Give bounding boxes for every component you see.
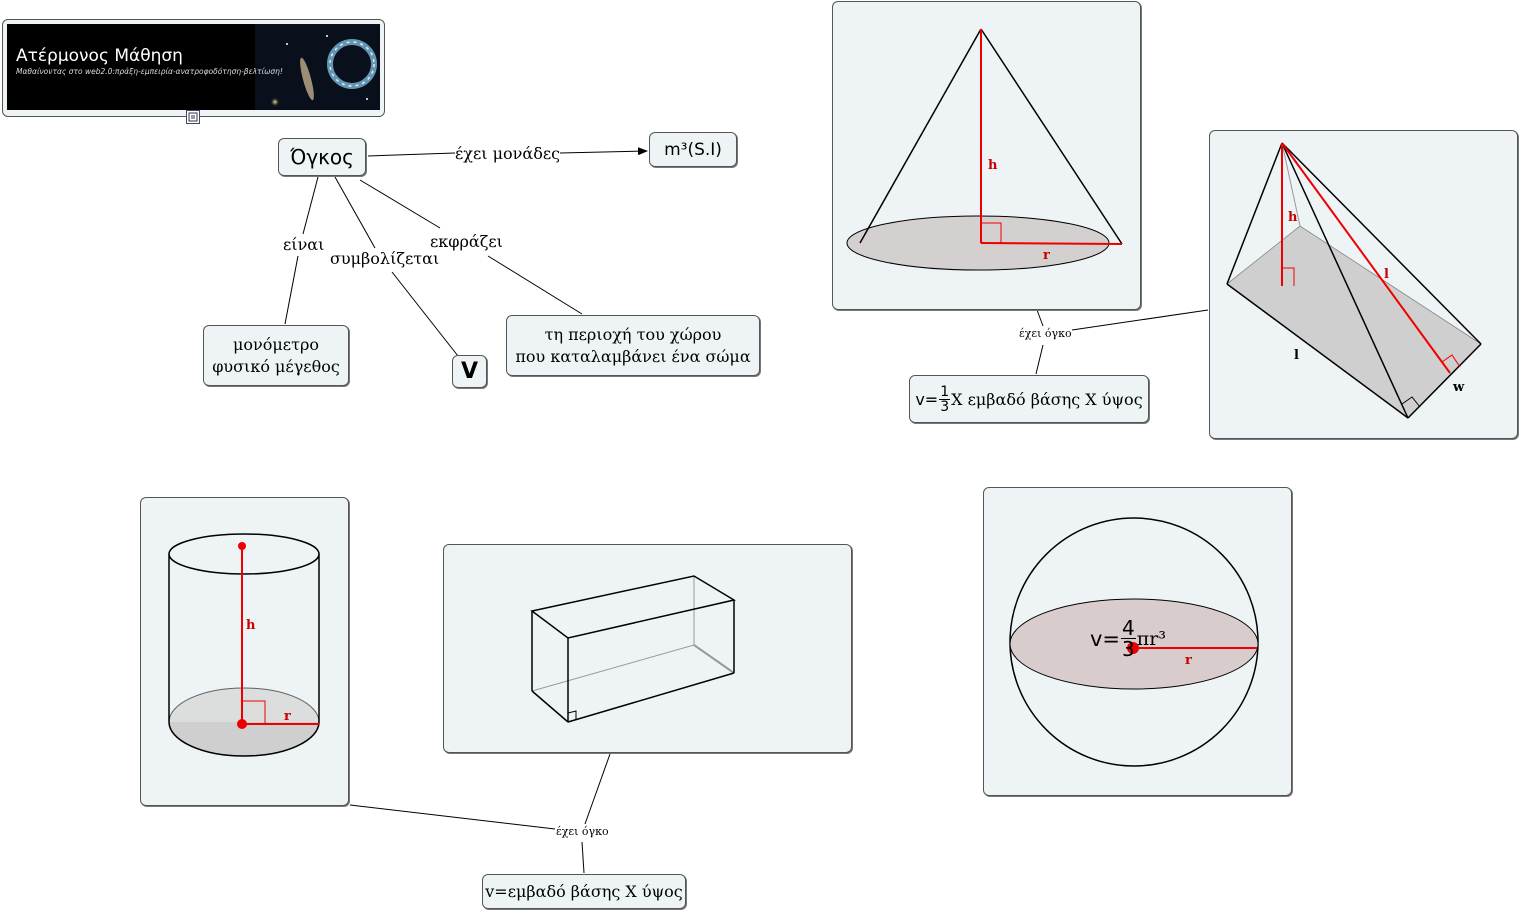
link-label-expresses: εκφράζει bbox=[430, 232, 503, 251]
link-label-has-volume-bottom: έχει όγκο bbox=[556, 825, 609, 838]
cone-formula-numerator: 1 bbox=[939, 383, 951, 400]
concept-units[interactable]: m³(S.I) bbox=[649, 132, 737, 167]
sphere-figure[interactable]: r v= 4 3 πr³ bbox=[983, 487, 1292, 796]
banner-subtitle: Μαθαίνοντας στο web2.0:πράξη-εμπειρία-αν… bbox=[16, 67, 283, 76]
cylinder-figure[interactable]: h r bbox=[140, 497, 349, 806]
pyramid-w-label: w bbox=[1452, 380, 1465, 395]
concept-symbol-text: V bbox=[460, 359, 479, 384]
pyramid-l-slant-label: l bbox=[1384, 267, 1389, 282]
cone-formula-rest: Χ εμβαδό βάσης Χ ύψος bbox=[951, 389, 1143, 409]
concept-prism-formula[interactable]: v=εμβαδό βάσης Χ ύψος bbox=[482, 874, 686, 909]
concept-symbol[interactable]: V bbox=[452, 355, 487, 388]
pyramid-h-label: h bbox=[1288, 210, 1298, 225]
concept-definition[interactable]: τη περιοχή του χώρου που καταλαμβάνει έν… bbox=[506, 315, 760, 376]
sphere-formula-denominator: 3 bbox=[1122, 637, 1135, 661]
cylinder-r-label: r bbox=[284, 709, 291, 724]
sphere-formula-prefix: v= bbox=[1090, 626, 1121, 651]
prism-formula-text: v=εμβαδό βάσης Χ ύψος bbox=[485, 882, 683, 901]
cone-formula-prefix: v= bbox=[915, 389, 939, 409]
concept-volume-text: Όγκος bbox=[290, 145, 354, 169]
sphere-formula-numerator: 4 bbox=[1121, 616, 1136, 640]
cylinder-h-label: h bbox=[246, 618, 256, 633]
link-label-symbolized: συμβολίζεται bbox=[330, 249, 440, 268]
banner-space-photo: Ατέρμονος Μάθηση Μαθαίνοντας στο web2.0:… bbox=[7, 24, 380, 110]
banner-image: Ατέρμονος Μάθηση Μαθαίνοντας στο web2.0:… bbox=[2, 19, 385, 117]
link-label-has-volume-top: έχει όγκο bbox=[1019, 327, 1072, 340]
concept-scalar-quantity[interactable]: μονόμετρο φυσικό μέγεθος bbox=[203, 325, 349, 386]
cone-formula-denominator: 3 bbox=[940, 398, 950, 415]
sphere-formula: v= 4 3 πr³ bbox=[1090, 618, 1166, 659]
banner-title: Ατέρμονος Μάθηση bbox=[16, 46, 183, 66]
concept-definition-line1: τη περιοχή του χώρου bbox=[544, 324, 722, 344]
cone-h-label: h bbox=[988, 158, 998, 173]
link-label-is: είναι bbox=[283, 235, 325, 254]
cone-figure[interactable]: h r bbox=[832, 1, 1141, 310]
concept-volume[interactable]: Όγκος bbox=[278, 138, 366, 176]
cone-formula-fraction: 1 3 bbox=[939, 383, 951, 415]
concept-scalar-line2: φυσικό μέγεθος bbox=[212, 356, 340, 376]
concept-units-text: m³(S.I) bbox=[664, 139, 722, 160]
concept-definition-line2: που καταλαμβάνει ένα σώμα bbox=[515, 346, 751, 366]
concept-cone-formula[interactable]: v= 1 3 Χ εμβαδό βάσης Χ ύψος bbox=[909, 375, 1149, 423]
concept-scalar-line1: μονόμετρο bbox=[233, 334, 319, 354]
pyramid-l-base-label: l bbox=[1294, 348, 1299, 363]
sphere-formula-rest: πr³ bbox=[1136, 627, 1166, 650]
sphere-formula-fraction: 4 3 bbox=[1121, 618, 1136, 659]
cone-r-label: r bbox=[1043, 248, 1050, 263]
prism-figure[interactable] bbox=[443, 544, 852, 753]
link-label-has-units: έχει μονάδες bbox=[455, 144, 561, 163]
sphere-r-label: r bbox=[1185, 653, 1192, 668]
note-icon[interactable] bbox=[186, 110, 200, 124]
pyramid-figure[interactable]: h l l w bbox=[1209, 130, 1518, 439]
